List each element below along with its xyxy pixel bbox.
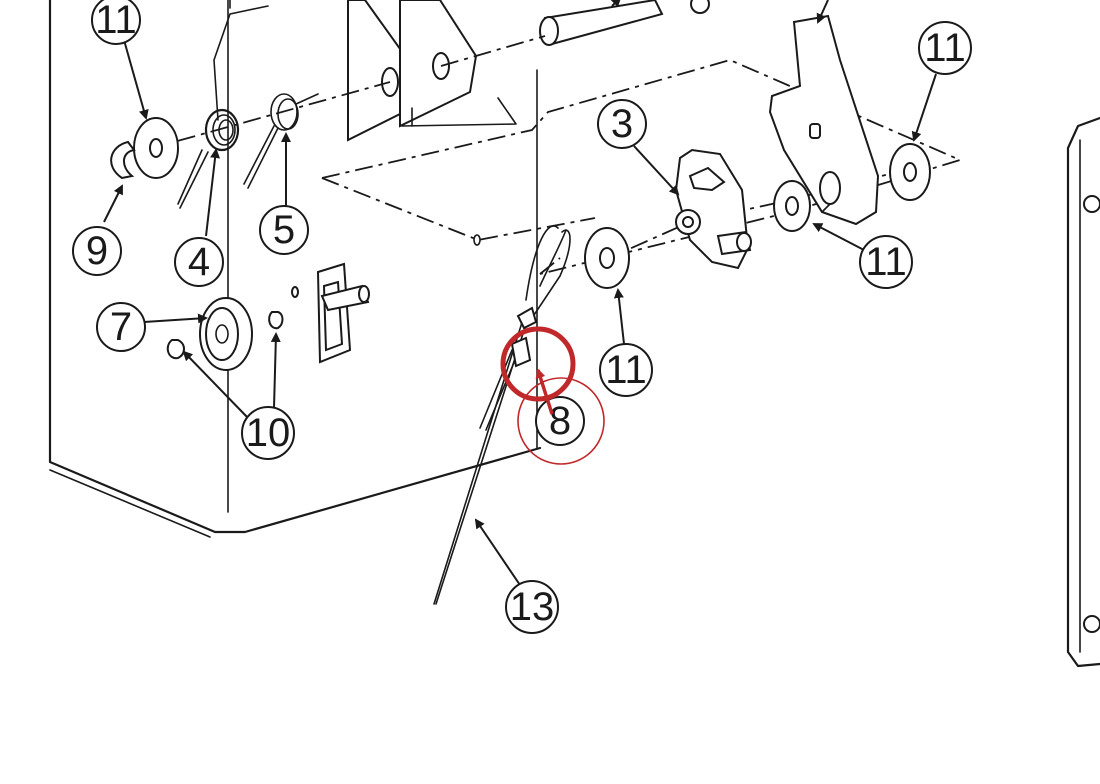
callout-11-center: 11: [599, 343, 653, 397]
callout-label: 5: [273, 208, 295, 252]
callout-label: 11: [924, 26, 966, 70]
callout-11-right-upper: 11: [918, 21, 972, 75]
side-panel: [1066, 116, 1100, 668]
callout-label: 13: [510, 585, 555, 629]
callout-label: 7: [110, 305, 132, 349]
callout-label: 4: [188, 240, 210, 284]
callout-11-top-left: 11: [91, 0, 141, 45]
callout-11-right-lower: 11: [859, 235, 913, 289]
highlight-circle-callout-8: [517, 377, 605, 465]
callout-8: 8: [535, 396, 585, 446]
callout-label: 8: [549, 399, 571, 443]
retaining-rings-part-10: [166, 311, 284, 360]
slot-bracket: [291, 262, 370, 364]
highlight-annotation: [500, 326, 605, 465]
cam-plate-part-3: [674, 148, 752, 270]
washers: [133, 117, 931, 289]
callout-label: 11: [865, 240, 907, 284]
highlight-arrow: [535, 368, 554, 415]
callout-label: 11: [95, 0, 137, 42]
callout-7: 7: [96, 302, 146, 352]
callout-13: 13: [505, 580, 559, 634]
highlight-circle-fitting: [500, 326, 576, 402]
callout-10: 10: [241, 406, 295, 460]
callout-label: 10: [246, 411, 291, 455]
spring-part-5: [243, 93, 319, 189]
callout-label: 11: [605, 348, 647, 392]
torsion-spring-part-4: [177, 5, 269, 209]
lever-bracket: [768, 14, 880, 226]
upper-bracket-plates: [347, 0, 517, 142]
callout-4: 4: [174, 237, 224, 287]
cable-fitting-part-8: [510, 306, 538, 368]
pin: [539, 0, 710, 46]
pulley-part-7: [199, 297, 253, 371]
callout-label: 3: [611, 102, 633, 146]
callout-label: 9: [86, 229, 108, 273]
callout-3: 3: [597, 99, 647, 149]
callout-5: 5: [259, 205, 309, 255]
e-ring-part-9: [110, 140, 136, 180]
callout-9: 9: [72, 226, 122, 276]
leader-lines: [103, 0, 937, 589]
small-hole-mark: [473, 234, 481, 246]
